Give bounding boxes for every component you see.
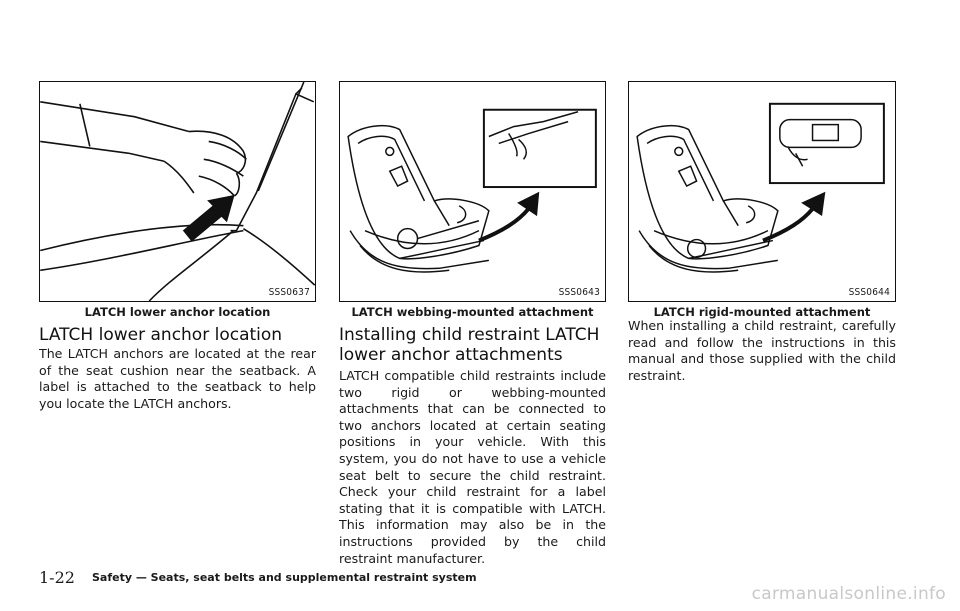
heading-line-2: lower anchor attachments xyxy=(339,345,563,365)
figure-caption: LATCH webbing-mounted attachment xyxy=(351,305,594,319)
section-heading-lower-anchor-location: LATCH lower anchor location xyxy=(39,325,283,345)
heading-line-1: Installing child restraint LATCH xyxy=(339,325,600,345)
paragraph-installing-latch: LATCH compatible child restraints includ… xyxy=(339,368,606,566)
page-number: 1-22 xyxy=(39,568,75,587)
figure-code: SSS0644 xyxy=(848,287,890,298)
child-seat-rigid-illustration xyxy=(636,102,885,273)
figure-latch-rigid-mounted: SSS0644 xyxy=(628,81,896,302)
watermark: carmanualsonline.info xyxy=(751,584,946,604)
child-seat-webbing-illustration xyxy=(347,108,597,273)
figure-latch-webbing-mounted: SSS0643 xyxy=(339,81,606,302)
figure-code: SSS0637 xyxy=(268,287,310,298)
hands-on-seatback-illustration xyxy=(40,82,315,301)
figure-code: SSS0643 xyxy=(558,287,600,298)
figure-latch-lower-anchor-location: SSS0637 xyxy=(39,81,316,302)
section-heading-installing-latch: Installing child restraint LATCH lower a… xyxy=(339,325,599,365)
paragraph-lower-anchor-location: The LATCH anchors are located at the rea… xyxy=(39,346,316,411)
footer-section-title: Safety — Seats, seat belts and supplemen… xyxy=(92,571,477,584)
figure-caption: LATCH lower anchor location xyxy=(84,305,271,319)
paragraph-installation-caution: When installing a child restraint, caref… xyxy=(628,318,896,383)
figure-caption: LATCH rigid-mounted attachment xyxy=(653,305,871,319)
